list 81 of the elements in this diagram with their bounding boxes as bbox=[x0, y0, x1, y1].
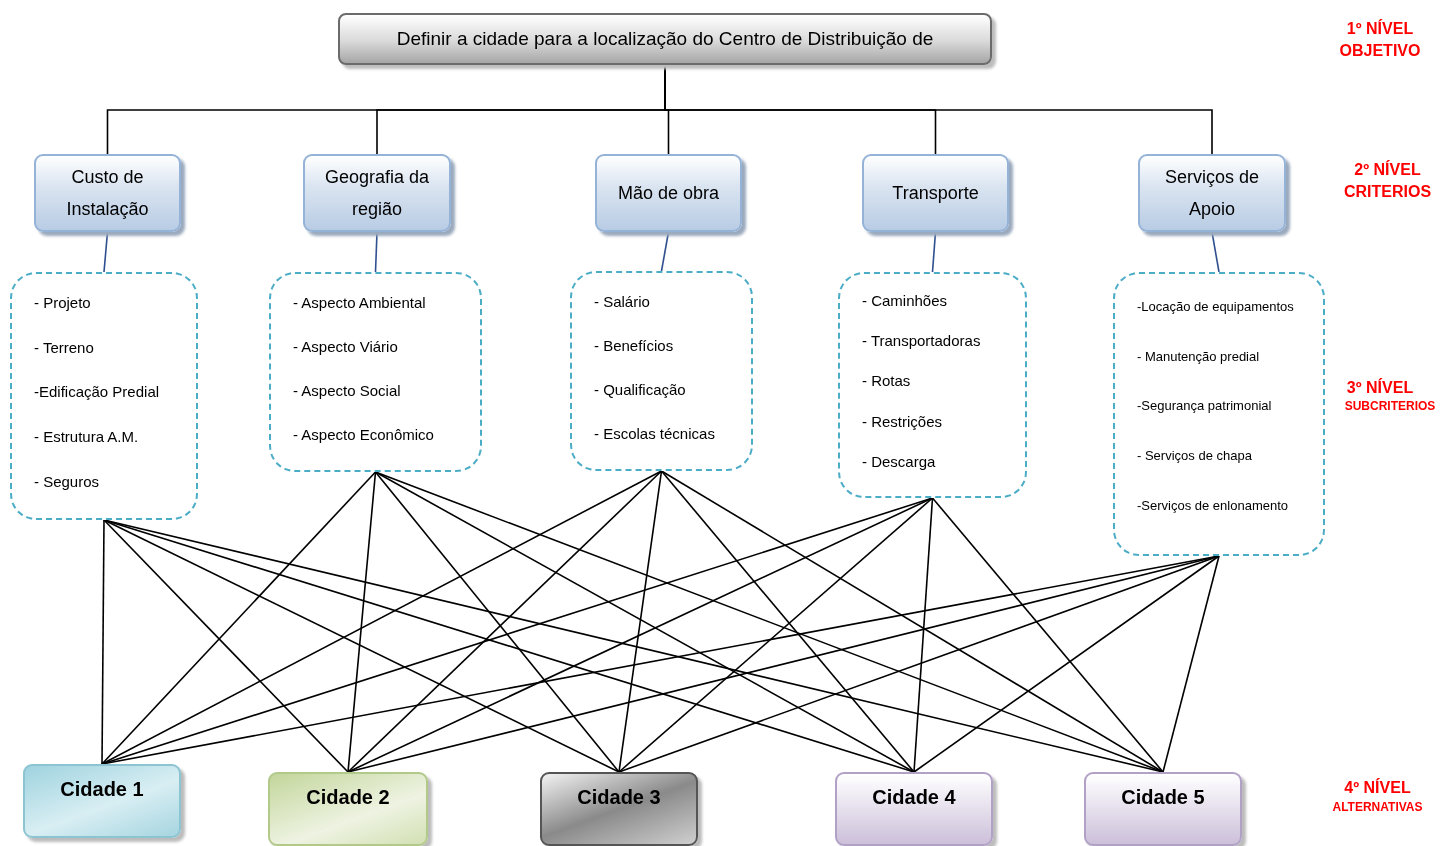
subcriterion-text: - Aspecto Ambiental bbox=[293, 293, 427, 311]
connector-line bbox=[101, 470, 663, 765]
level-label: ALTERNATIVAS bbox=[1331, 800, 1424, 814]
alternative-box bbox=[540, 772, 698, 846]
alternative-box bbox=[835, 772, 993, 846]
level-label: 1º NÍVEL bbox=[1345, 20, 1415, 38]
alternative-box bbox=[268, 772, 428, 846]
connector-line bbox=[103, 231, 109, 273]
criterion-box bbox=[303, 154, 451, 232]
level-label: OBJETIVO bbox=[1338, 42, 1422, 60]
connector-line bbox=[931, 497, 1164, 773]
connector-line bbox=[374, 231, 378, 273]
subcriterion-text: - Aspecto Viário bbox=[293, 337, 399, 355]
node-label: Cidade 3 bbox=[577, 786, 661, 809]
connector-line bbox=[931, 231, 937, 273]
subcriterion-text: - Aspecto Econômico bbox=[293, 425, 435, 443]
criterion-box bbox=[34, 154, 181, 232]
criterion-box bbox=[595, 154, 742, 232]
subcriterion-text: -Edificação Predial bbox=[34, 383, 161, 401]
subcriterion-text: - Projeto bbox=[34, 293, 92, 311]
connector-line bbox=[103, 519, 349, 773]
subcriterion-text: - Restrições bbox=[862, 412, 944, 430]
connector-line bbox=[103, 519, 620, 773]
goal-box bbox=[338, 13, 992, 65]
node-label: Serviços de Apoio bbox=[1163, 166, 1260, 221]
level-label: 3º NÍVEL bbox=[1345, 379, 1415, 397]
subcriterion-text: -Segurança patrimonial bbox=[1137, 397, 1273, 416]
connector-line bbox=[618, 470, 663, 773]
connector-line bbox=[913, 555, 1220, 773]
alternative-box bbox=[1084, 772, 1242, 846]
subcriteria-box bbox=[269, 272, 482, 472]
connector-line bbox=[1211, 231, 1220, 273]
node-label: Cidade 2 bbox=[306, 786, 390, 809]
connector-line bbox=[347, 471, 377, 773]
subcriterion-text: - Escolas técnicas bbox=[594, 424, 716, 442]
subcriterion-text: -Locação de equipamentos bbox=[1137, 298, 1295, 317]
subcriteria-box bbox=[1113, 272, 1325, 556]
subcriterion-text: - Seguros bbox=[34, 473, 101, 491]
connector-line bbox=[101, 471, 377, 765]
subcriteria-box bbox=[10, 272, 198, 520]
subcriterion-text: - Rotas bbox=[862, 372, 912, 390]
connector-line bbox=[374, 471, 620, 773]
node-label: Geografia da região bbox=[323, 166, 431, 221]
connector-line bbox=[660, 231, 670, 272]
subcriterion-text: - Serviços de chapa bbox=[1137, 447, 1253, 466]
connector-line bbox=[618, 555, 1220, 773]
node-label: Mão de obra bbox=[617, 182, 720, 205]
subcriteria-box bbox=[570, 271, 753, 471]
level-label: CRITERIOS bbox=[1342, 183, 1433, 201]
level-label: SUBCRITERIOS bbox=[1343, 399, 1437, 413]
criterion-box bbox=[1138, 154, 1286, 232]
criterion-box bbox=[862, 154, 1009, 232]
subcriterion-text: - Caminhões bbox=[862, 291, 949, 309]
subcriterion-text: - Salário bbox=[594, 292, 651, 310]
subcriterion-text: - Terreno bbox=[34, 338, 95, 356]
connector-line bbox=[101, 519, 105, 765]
subcriterion-text: - Benefícios bbox=[594, 336, 675, 354]
level-label: 2º NÍVEL bbox=[1353, 161, 1422, 179]
node-label: Transporte bbox=[892, 182, 979, 205]
subcriterion-text: - Descarga bbox=[862, 453, 937, 471]
connector-line bbox=[347, 497, 934, 773]
subcriterion-text: -Serviços de enlonamento bbox=[1137, 496, 1290, 515]
subcriterion-text: - Qualificação bbox=[594, 380, 687, 398]
node-label: Cidade 4 bbox=[872, 786, 956, 809]
connector-line bbox=[618, 497, 934, 773]
connector-line bbox=[347, 470, 663, 773]
connector-line bbox=[660, 470, 1164, 773]
connector-line bbox=[660, 470, 915, 773]
alternative-box bbox=[23, 764, 181, 838]
node-label: Cidade 5 bbox=[1121, 786, 1205, 809]
connector-line bbox=[1162, 555, 1220, 773]
level-label: 4º NÍVEL bbox=[1343, 779, 1412, 797]
node-label: Definir a cidade para a localização do Centro de Distribuição de bbox=[396, 28, 934, 50]
subcriteria-box bbox=[838, 272, 1027, 498]
subcriterion-text: - Aspecto Social bbox=[293, 381, 402, 399]
node-label: Custo de Instalação bbox=[65, 166, 150, 221]
node-label: Cidade 1 bbox=[60, 778, 144, 801]
subcriterion-text: - Estrutura A.M. bbox=[34, 428, 140, 446]
subcriterion-text: - Transportadoras bbox=[862, 332, 982, 350]
subcriterion-text: - Manutenção predial bbox=[1137, 347, 1261, 366]
connector-line bbox=[913, 497, 934, 773]
